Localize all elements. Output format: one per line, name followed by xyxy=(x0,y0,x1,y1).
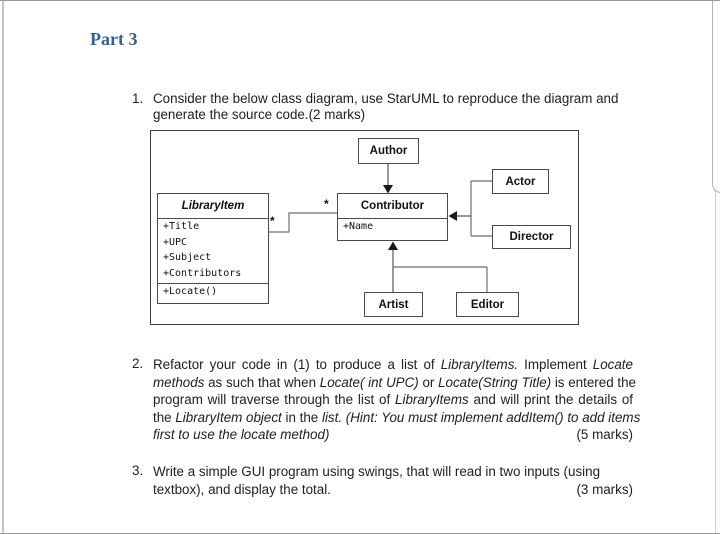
multiplicity-library-end: * xyxy=(270,214,275,228)
page-right-margin xyxy=(716,1,720,533)
list-number-2: 2. xyxy=(132,356,144,371)
question-1: Consider the below class diagram, use St… xyxy=(153,91,633,123)
question-2-line: the LibraryItem object in the list. (Hin… xyxy=(153,409,641,425)
class-contributor-attributes: +Name xyxy=(338,218,447,235)
class-libraryitem-name: LibraryItem xyxy=(181,200,245,212)
question-3: Write a simple GUI program using swings,… xyxy=(153,463,633,498)
list-number-1: 1. xyxy=(132,91,144,106)
question-2-line: methods as such that when Locate( int UP… xyxy=(153,374,636,390)
question-2-line-text: first to use the locate method) xyxy=(153,427,330,443)
question-2-marks: (5 marks) xyxy=(576,427,633,443)
class-author-name: Author xyxy=(369,145,408,157)
list-number-3: 3. xyxy=(132,463,144,478)
class-contributor-name: Contributor xyxy=(360,200,425,212)
page-left-edge xyxy=(2,1,4,533)
question-2-last-line: first to use the locate method) (5 marks… xyxy=(153,426,633,444)
section-heading: Part 3 xyxy=(90,29,138,49)
class-libraryitem-attributes: +Title+UPC+Subject+Contributors xyxy=(158,218,268,283)
question-3-marks: (3 marks) xyxy=(576,481,633,497)
class-artist-name: Artist xyxy=(378,298,409,311)
scrollbar-thumb[interactable] xyxy=(712,1,720,193)
class-libraryitem-operations: +Locate() xyxy=(158,283,268,300)
diagram-connectors xyxy=(268,163,492,292)
class-contributor: Contributor +Name xyxy=(337,193,448,241)
multiplicity-contributor-end: * xyxy=(324,197,329,211)
question-3-last-line: textbox), and display the total. (3 mark… xyxy=(153,481,633,499)
class-actor: Actor xyxy=(492,169,549,194)
question-2: Refactor your code in (1) to produce a l… xyxy=(153,356,641,444)
question-2-line: program will traverse through the list o… xyxy=(153,392,633,408)
class-author: Author xyxy=(358,138,419,164)
question-3-line: Write a simple GUI program using swings,… xyxy=(153,464,601,479)
class-libraryitem: LibraryItem +Title+UPC+Subject+Contribut… xyxy=(157,193,269,304)
class-editor-name: Editor xyxy=(470,298,505,311)
class-actor-name: Actor xyxy=(505,175,536,188)
question-2-line: Refactor your code in (1) to produce a l… xyxy=(153,357,633,372)
class-director: Director xyxy=(492,225,571,249)
question-3-line-text: textbox), and display the total. xyxy=(153,481,331,497)
class-editor: Editor xyxy=(456,292,519,317)
uml-class-diagram: * * LibraryItem +Title+UPC+Subject+Contr… xyxy=(150,130,579,325)
question-1-line: generate the source code.(2 marks) xyxy=(153,107,366,123)
page-right-edge xyxy=(715,1,716,533)
class-director-name: Director xyxy=(509,231,554,243)
class-artist: Artist xyxy=(364,292,423,317)
question-1-line: Consider the below class diagram, use St… xyxy=(153,91,619,106)
